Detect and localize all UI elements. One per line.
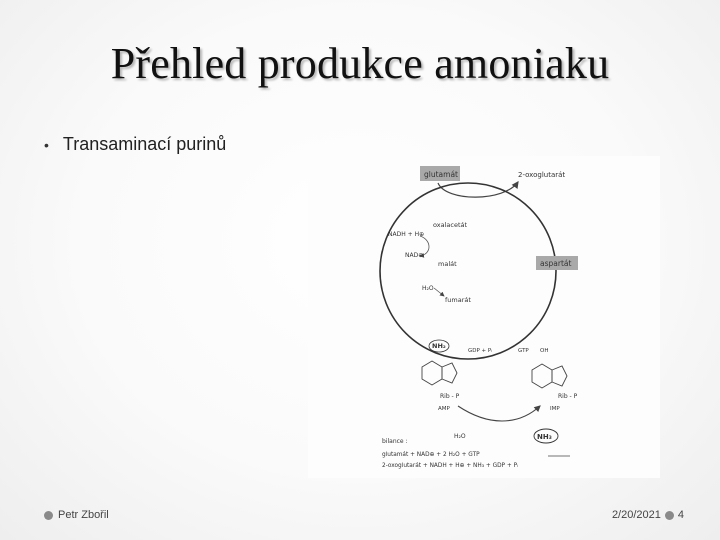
imp-structure	[531, 363, 568, 389]
nad-label: NAD⊕	[405, 252, 423, 259]
balance-equation-2: 2-oxoglutarát + NADH + H⊕ + NH₃ + GDP + …	[382, 462, 518, 469]
water-label-1: H₂O	[422, 285, 434, 292]
gdp-label: GDP + Pᵢ	[468, 348, 492, 354]
nh3-circle	[533, 428, 559, 444]
oxoglutarate-label: 2-oxoglutarát	[518, 171, 565, 179]
amp-imp-arc	[457, 405, 541, 422]
water-label-2: H₂O	[454, 433, 466, 440]
aspartate-label: aspartát	[540, 259, 571, 268]
page-number: 4	[677, 509, 684, 521]
rib-p-right-label: Rib - P	[558, 393, 578, 400]
nadh-arrow	[419, 235, 430, 258]
footer-dot-icon	[664, 510, 674, 520]
gtp-label: GTP	[518, 348, 529, 354]
balance-label: bilance :	[382, 438, 408, 445]
cycle-diagram: glutamát 2-oxoglutarát oxalacetát NADH +…	[379, 166, 578, 469]
oh-label: OH	[540, 348, 548, 354]
footer-date: 2/20/2021	[611, 509, 661, 521]
nh2-label: NH₂	[432, 342, 446, 350]
cycle-circle	[379, 182, 557, 360]
water-arrow-1	[433, 287, 445, 297]
bullet-list: • Transaminací purinů	[44, 134, 226, 155]
nadh-label: NADH + H⊕	[388, 231, 424, 238]
footer-author: Petr Zbořil	[44, 509, 109, 521]
balance-equation-1: glutamát + NAD⊕ + 2 H₂O + GTP	[382, 451, 480, 458]
oxaloacetate-label: oxalacetát	[433, 221, 468, 229]
aspartate-box	[536, 256, 578, 270]
bullet-dot-icon: •	[44, 136, 49, 153]
imp-label: IMP	[550, 406, 560, 412]
author-name: Petr Zbořil	[58, 509, 109, 521]
purine-nucleotide-cycle-figure: glutamát 2-oxoglutarát oxalacetát NADH +…	[308, 156, 660, 478]
footer-dot-icon	[44, 510, 53, 520]
nh2-circle	[428, 339, 450, 353]
nh3-label: NH₃	[537, 433, 552, 441]
glutamate-box	[420, 166, 460, 181]
amp-label: AMP	[438, 406, 451, 412]
bullet-text: Transaminací purinů	[62, 134, 227, 154]
bullet-item: • Transaminací purinů	[44, 134, 226, 155]
slide-title: Přehled produkce amoniaku	[110, 39, 610, 88]
fumarate-label: fumarát	[445, 296, 471, 304]
footer-meta: 2/20/2021 4	[612, 509, 684, 521]
amp-structure	[421, 360, 458, 386]
glutamate-label: glutamát	[424, 170, 458, 179]
malate-label: malát	[438, 260, 457, 268]
rib-p-left-label: Rib - P	[440, 393, 460, 400]
transamination-arc	[437, 181, 519, 198]
